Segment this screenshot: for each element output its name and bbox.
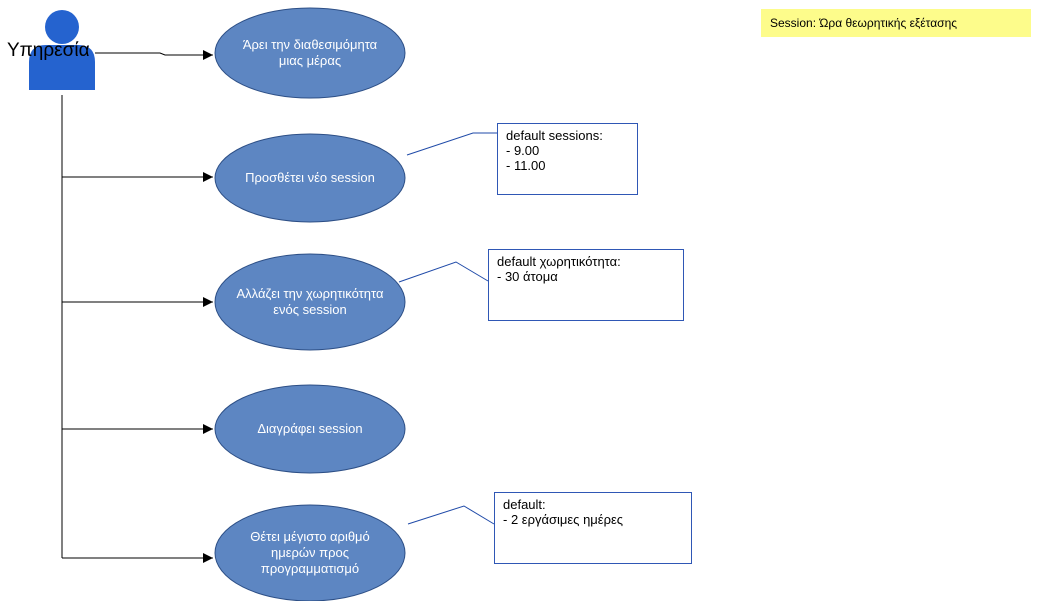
use-case-label: μιας μέρας	[279, 53, 341, 68]
use-case-label: ημερών προς	[271, 545, 349, 560]
note-default-capacity: default χωρητικότητα:- 30 άτομα	[488, 249, 684, 321]
use-case-2: Προσθέτει νέο session	[214, 133, 406, 223]
use-case-4: Διαγράφει session	[214, 384, 406, 474]
note-line: - 30 άτομα	[497, 269, 558, 284]
note-line: default χωρητικότητα:	[497, 254, 621, 269]
note-callout-3	[407, 505, 495, 525]
use-case-label: προγραμματισμό	[261, 561, 359, 576]
use-case-label: Άρει την διαθεσιμόμητα	[243, 37, 378, 52]
use-case-label: ενός session	[273, 302, 346, 317]
note-default-sessions: default sessions:- 9.00- 11.00	[497, 123, 638, 195]
note-line: - 9.00	[506, 143, 540, 158]
note-default-max-days: default:- 2 εργάσιμες ημέρες	[494, 492, 692, 564]
use-case-ellipse	[214, 253, 406, 351]
note-line: default sessions:	[506, 128, 603, 143]
actor-icon	[29, 10, 95, 90]
use-case-ellipse	[214, 7, 406, 99]
note-line: - 2 εργάσιμες ημέρες	[503, 512, 624, 527]
legend-box: Session: Ώρα θεωρητικής εξέτασης	[761, 9, 1031, 37]
connectors	[61, 50, 213, 563]
use-case-ellipse	[214, 504, 406, 601]
use-case-label: Διαγράφει session	[257, 421, 362, 436]
note-callout-1	[406, 132, 497, 156]
note-callouts	[398, 132, 497, 525]
use-case-label: Αλλάζει την χωρητικότητα	[237, 286, 384, 301]
use-case-label: Προσθέτει νέο session	[245, 170, 375, 185]
use-case-ellipse	[214, 384, 406, 474]
note-callout-2	[398, 261, 489, 283]
use-case-label: Θέτει μέγιστο αριθμό	[250, 529, 370, 544]
note-line: default:	[503, 497, 546, 512]
use-case-ellipse	[214, 133, 406, 223]
connector-1	[95, 50, 213, 60]
note-line: - 11.00	[506, 158, 546, 173]
actor-label: Υπηρεσία	[7, 40, 90, 61]
